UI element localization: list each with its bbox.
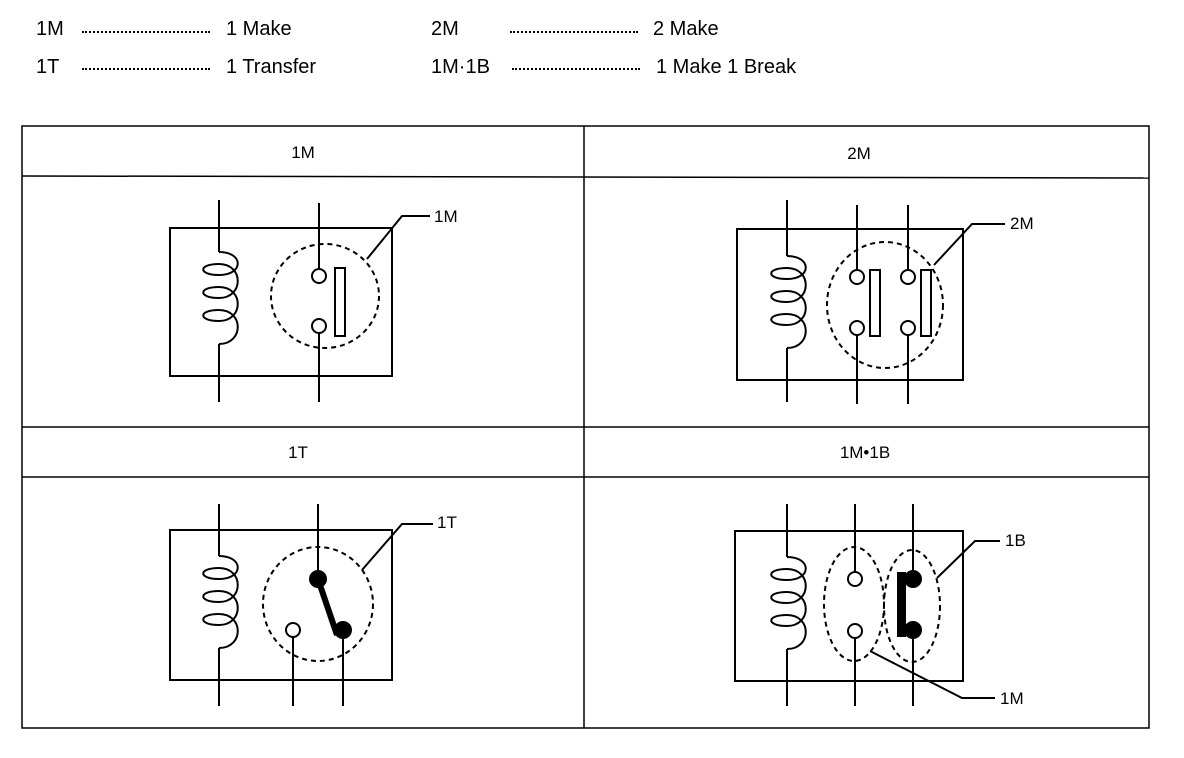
diagram-2m	[736, 200, 1005, 404]
open-contact-icon	[285, 622, 301, 638]
callout-label-1b: 1B	[1005, 531, 1026, 550]
closed-contact-icon	[904, 621, 922, 639]
relay-housing	[169, 529, 393, 681]
callout-leader-1m	[869, 650, 995, 699]
callout-label-2m: 2M	[1010, 214, 1034, 233]
movable-contact-bar	[920, 269, 932, 337]
fixed-contact-icon	[900, 269, 916, 285]
header-1m1b: 1M•1B	[839, 443, 891, 462]
legend-code-2m: 2M	[431, 18, 459, 40]
legend-leader-1m1b	[512, 68, 640, 70]
diagram-1t	[169, 504, 433, 706]
callout-leader	[366, 215, 430, 260]
closed-contact-icon	[904, 570, 922, 588]
header-2m: 2M	[847, 144, 871, 163]
header-1t: 1T	[288, 443, 308, 462]
legend-code-1m1b: 1M·1B	[431, 56, 490, 78]
callout-leader	[361, 523, 433, 571]
diagram-1m	[169, 200, 430, 402]
legend-meaning-1m: 1 Make	[226, 18, 292, 40]
table-grid	[21, 125, 1150, 729]
movable-contact-bar	[334, 267, 346, 337]
fixed-contact-icon	[847, 571, 863, 587]
common-contact-icon	[309, 570, 327, 588]
legend-code-1t: 1T	[36, 56, 60, 78]
relay-housing	[169, 227, 393, 377]
legend-code-1m: 1M	[36, 18, 64, 40]
relay-housing	[734, 530, 964, 682]
callout-label-1m: 1M	[434, 207, 458, 226]
callout-label-1m-bottom: 1M	[1000, 689, 1024, 708]
closed-contact-icon	[334, 621, 352, 639]
fixed-contact-icon	[311, 318, 327, 334]
break-contact-bar	[897, 572, 906, 637]
legend-meaning-1m1b: 1 Make 1 Break	[656, 56, 797, 78]
coil-icon	[202, 251, 239, 345]
legend-leader-1m	[82, 31, 210, 33]
fixed-contact-icon	[849, 320, 865, 336]
legend-meaning-2m: 2 Make	[653, 18, 719, 40]
callout-leader-1b	[936, 540, 1000, 579]
coil-icon	[770, 556, 807, 650]
diagram-1m1b	[734, 504, 1000, 706]
legend-leader-1t	[82, 68, 210, 70]
coil-icon	[770, 255, 807, 349]
callout-label-1t: 1T	[437, 513, 457, 532]
fixed-contact-icon	[849, 269, 865, 285]
contact-group-outline	[826, 241, 944, 369]
movable-contact-bar	[869, 269, 881, 337]
relay-housing	[736, 228, 964, 381]
fixed-contact-icon	[900, 320, 916, 336]
legend-meaning-1t: 1 Transfer	[226, 56, 317, 78]
callout-leader	[933, 223, 1005, 266]
fixed-contact-icon	[311, 268, 327, 284]
transfer-arm	[317, 584, 340, 636]
header-1m: 1M	[291, 143, 315, 162]
coil-icon	[202, 555, 239, 649]
legend-leader-2m	[510, 31, 638, 33]
contact-group-outline	[270, 243, 380, 349]
fixed-contact-icon	[847, 623, 863, 639]
legend: 1M 1 Make 1T 1 Transfer 2M 2 Make 1M·1B …	[0, 0, 1184, 100]
